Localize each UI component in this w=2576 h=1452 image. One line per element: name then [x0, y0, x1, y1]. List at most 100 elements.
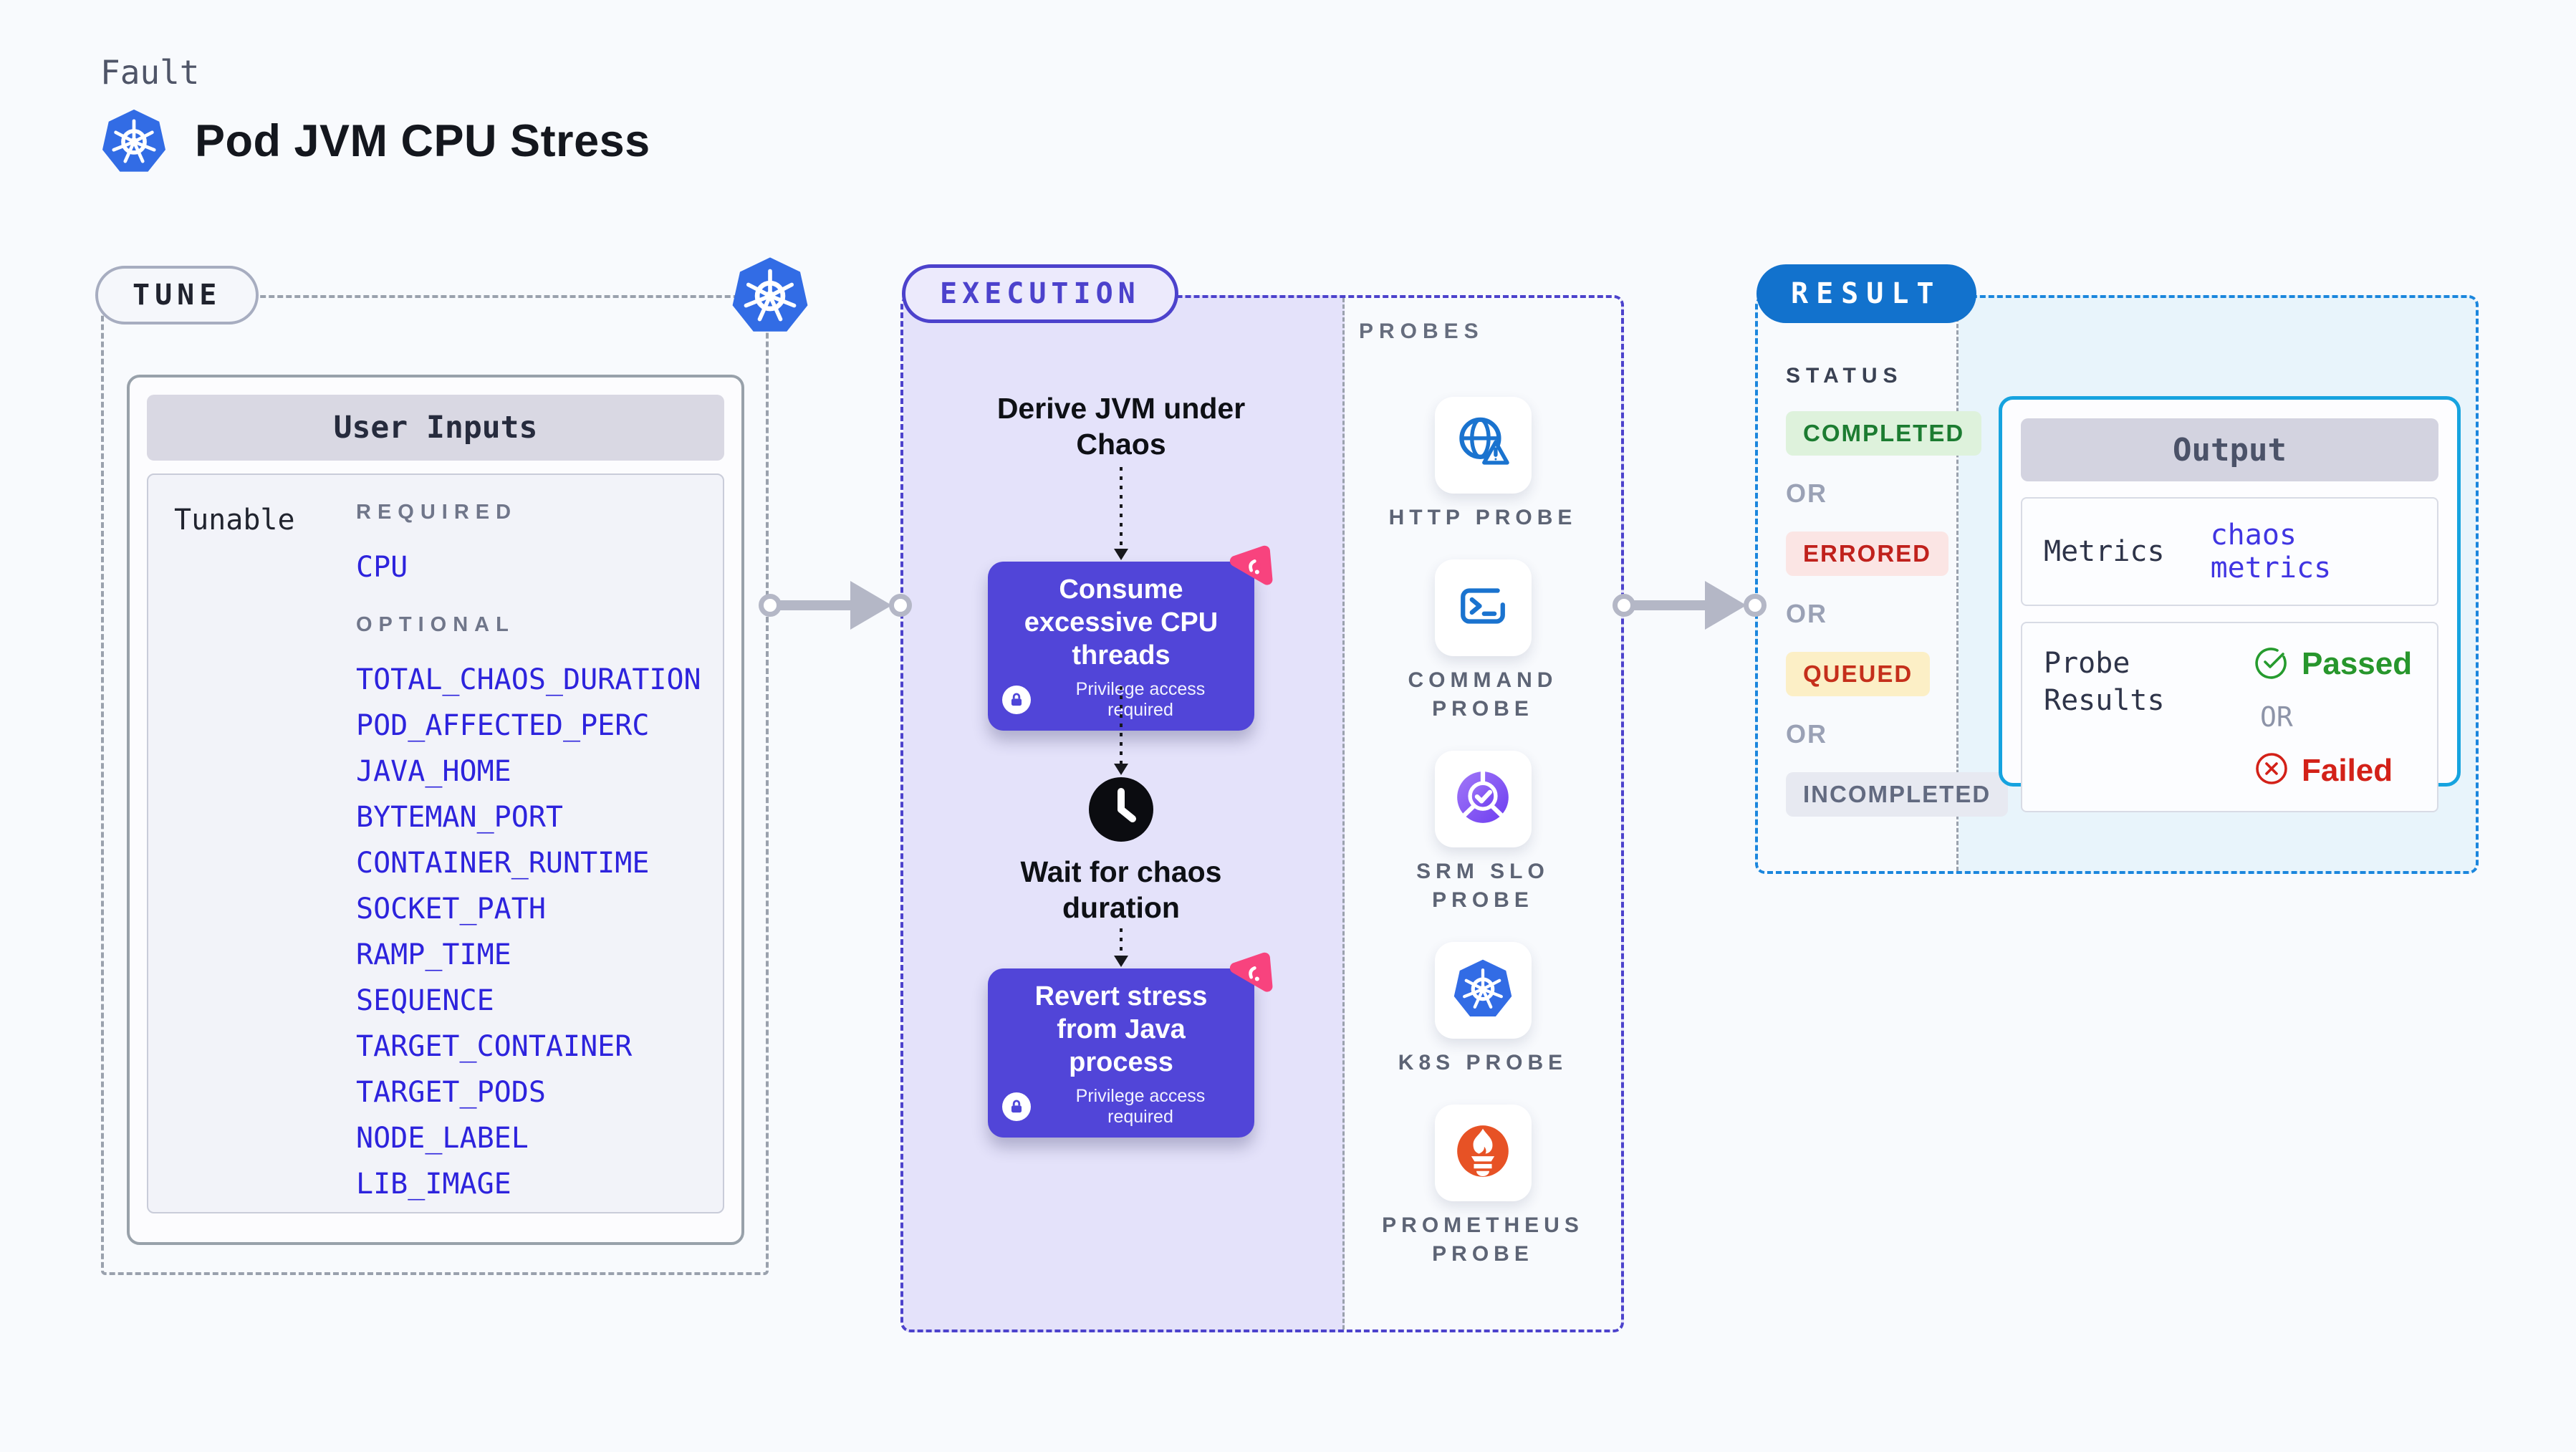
- metrics-label: Metrics: [2044, 535, 2165, 568]
- connector-line: [1633, 600, 1707, 610]
- probe-item-command: COMMAND PROBE: [1375, 559, 1590, 723]
- user-inputs-header: User Inputs: [147, 395, 724, 461]
- probes-column-label: PROBES: [1359, 319, 1484, 343]
- env-var-link[interactable]: POD_AFFECTED_PERC: [356, 709, 650, 742]
- flow-arrow-down: [1120, 686, 1123, 766]
- or-separator: OR: [2260, 701, 2293, 733]
- env-var-link[interactable]: BYTEMAN_PORT: [356, 801, 563, 834]
- globe-alert-icon: [1452, 413, 1514, 478]
- optional-group-label: OPTIONAL: [356, 613, 515, 636]
- or-separator: OR: [1786, 479, 1827, 508]
- http-probe-tile[interactable]: [1434, 397, 1532, 494]
- connector-dot: [759, 594, 782, 617]
- flow-arrow-down: [1120, 928, 1123, 958]
- litmus-chaos-icon: [1223, 951, 1273, 1001]
- arrowhead-icon: [850, 581, 892, 630]
- step-consume-cpu-node: Consume excessive CPU threads Privilege …: [988, 545, 1273, 731]
- probe-item-srm-slo: SRM SLO PROBE: [1375, 751, 1590, 915]
- step-derive-jvm: Derive JVM under Chaos: [996, 392, 1246, 461]
- probe-results-row: Probe Results Passed OR: [2021, 622, 2438, 812]
- step-revert-stress-node: Revert stress from Java process Privileg…: [988, 952, 1273, 1138]
- env-var-link[interactable]: TARGET_PODS: [356, 1076, 546, 1109]
- step-consume-cpu-label: Consume excessive CPU threads: [1024, 574, 1219, 670]
- privilege-row: Privilege access required: [1002, 679, 1240, 721]
- chaos-metrics-link[interactable]: chaos metrics: [2210, 519, 2332, 585]
- probe-label: COMMAND PROBE: [1408, 668, 1558, 721]
- prometheus-flame-icon: [1452, 1120, 1514, 1186]
- status-badge-completed: COMPLETED: [1786, 411, 1982, 456]
- result-section-tag: RESULT: [1756, 264, 1976, 323]
- clock-icon: [1087, 775, 1155, 844]
- page-header: Pod JVM CPU Stress: [100, 107, 650, 175]
- passed-label: Passed: [2302, 645, 2413, 681]
- or-separator: OR: [1786, 719, 1827, 749]
- tune-to-execution-arrow: [759, 581, 912, 630]
- output-card: Output Metrics chaos metrics Probe Resul…: [1999, 396, 2461, 812]
- env-var-link[interactable]: SEQUENCE: [356, 984, 494, 1017]
- tune-section-tag: TUNE: [95, 266, 259, 324]
- tune-section-box: [101, 295, 769, 1275]
- execution-section-tag: EXECUTION: [902, 264, 1178, 323]
- probe-item-prometheus: PROMETHEUS PROBE: [1375, 1105, 1590, 1269]
- probes-separator: [1342, 298, 1345, 1330]
- connector-dot: [889, 594, 912, 617]
- kubernetes-icon: [1452, 958, 1514, 1023]
- probe-label: PROMETHEUS PROBE: [1382, 1213, 1584, 1266]
- probe-label: K8S PROBE: [1398, 1051, 1568, 1074]
- env-var-link[interactable]: TOTAL_CHAOS_DURATION: [356, 663, 701, 696]
- user-inputs-card: User Inputs Tunable REQUIRED CPU OPTIONA…: [127, 375, 744, 1245]
- flow-arrow-down: [1120, 467, 1123, 552]
- k8s-probe-tile[interactable]: [1434, 942, 1532, 1039]
- slo-donut-check-icon: [1452, 766, 1514, 832]
- required-group-label: REQUIRED: [356, 501, 518, 524]
- failed-label: Failed: [2302, 752, 2393, 788]
- command-probe-tile[interactable]: [1434, 559, 1532, 656]
- metrics-row: Metrics chaos metrics: [2021, 497, 2438, 606]
- prometheus-probe-tile[interactable]: [1434, 1105, 1532, 1201]
- status-badge-incompleted: INCOMPLETED: [1786, 772, 2009, 817]
- connector-dot: [1744, 594, 1767, 617]
- env-var-link[interactable]: TARGET_CONTAINER: [356, 1030, 633, 1063]
- env-var-link[interactable]: NODE_LABEL: [356, 1122, 529, 1155]
- tunable-row-label: Tunable: [174, 504, 295, 537]
- srm-slo-probe-tile[interactable]: [1434, 751, 1532, 847]
- litmus-chaos-icon: [1223, 544, 1273, 595]
- privilege-note: Privilege access required: [1075, 1086, 1206, 1127]
- probe-results-values: Passed OR Failed: [2254, 645, 2412, 789]
- page-title: Pod JVM CPU Stress: [195, 116, 650, 166]
- result-separator: [1956, 298, 1959, 871]
- probes-list: HTTP PROBE COMMAND PROBE: [1342, 397, 1624, 1296]
- check-circle-icon: [2254, 645, 2289, 683]
- probe-item-k8s: K8S PROBE: [1375, 942, 1590, 1077]
- kubernetes-icon: [730, 255, 810, 335]
- env-var-link[interactable]: LIB_IMAGE: [356, 1168, 511, 1201]
- env-var-link[interactable]: SOCKET_PATH: [356, 893, 546, 925]
- env-var-link[interactable]: RAMP_TIME: [356, 938, 511, 971]
- execution-to-result-arrow: [1613, 581, 1767, 630]
- status-column: STATUS COMPLETED OR ERRORED OR QUEUED OR…: [1786, 364, 2009, 817]
- status-badge-errored: ERRORED: [1786, 532, 1949, 576]
- privilege-note: Privilege access required: [1075, 679, 1206, 720]
- step-wait-duration: Wait for chaos duration: [1020, 855, 1222, 924]
- passed-verdict: Passed: [2254, 645, 2412, 683]
- tunable-panel: Tunable REQUIRED CPU OPTIONAL TOTAL_CHAO…: [147, 473, 724, 1213]
- privilege-row: Privilege access required: [1002, 1086, 1240, 1128]
- fault-eyebrow: Fault: [100, 53, 200, 92]
- env-var-link[interactable]: CPU: [356, 551, 408, 584]
- failed-verdict: Failed: [2254, 751, 2393, 789]
- lock-icon: [1002, 1092, 1031, 1121]
- probe-results-label: Probe Results: [2044, 647, 2165, 717]
- or-separator: OR: [1786, 599, 1827, 628]
- tunable-list: REQUIRED CPU OPTIONAL TOTAL_CHAOS_DURATI…: [356, 501, 701, 1198]
- output-card-header: Output: [2021, 418, 2438, 481]
- status-label: STATUS: [1786, 364, 1903, 388]
- x-circle-icon: [2254, 751, 2289, 789]
- lock-icon: [1002, 686, 1031, 714]
- probe-label: SRM SLO PROBE: [1416, 860, 1549, 912]
- env-var-link[interactable]: JAVA_HOME: [356, 755, 511, 788]
- probe-label: HTTP PROBE: [1388, 506, 1577, 529]
- connector-line: [779, 600, 852, 610]
- arrowhead-icon: [1705, 581, 1746, 630]
- env-var-link[interactable]: CONTAINER_RUNTIME: [356, 847, 650, 880]
